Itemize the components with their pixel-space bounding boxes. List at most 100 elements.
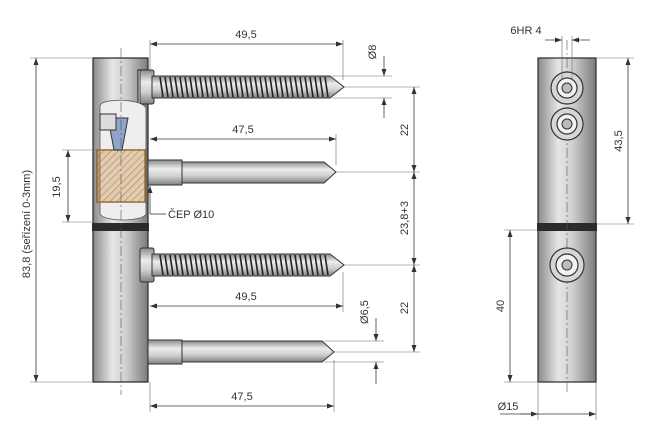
dim-right-chain: 22 23,8+3 22	[334, 86, 420, 353]
svg-text:23,8+3: 23,8+3	[399, 201, 411, 235]
thread-line	[294, 254, 299, 276]
dim-screw-bottom-length: 49,5	[150, 272, 344, 312]
thread-line	[184, 254, 189, 276]
dim-pin-top-length: 47,5	[150, 124, 337, 165]
thread-line	[189, 254, 194, 276]
thread-line	[269, 254, 274, 276]
dim-screw-top-dia: Ø8	[332, 45, 392, 118]
thread-line	[309, 254, 314, 276]
thread-line	[314, 76, 319, 98]
adjust-nut	[99, 113, 117, 131]
thread-line	[254, 76, 259, 98]
dim-pin-bottom-dia: Ø6,5	[324, 300, 384, 384]
svg-text:40: 40	[495, 300, 507, 312]
svg-text:6HR 4: 6HR 4	[510, 25, 541, 37]
thread-line	[264, 76, 269, 98]
thread-line	[289, 76, 294, 98]
thread-line	[254, 254, 259, 276]
thread-line	[289, 254, 294, 276]
thread-line	[324, 254, 329, 276]
dim-pin-bottom-length: 47,5	[149, 360, 335, 412]
svg-text:Ø15: Ø15	[498, 401, 519, 413]
thread-line	[299, 254, 304, 276]
side-view: 6HR 4 43,5 40 Ø15	[495, 25, 634, 420]
thread-line	[309, 76, 314, 98]
thread-line	[164, 254, 169, 276]
thread-line	[239, 76, 244, 98]
svg-text:19,5: 19,5	[51, 176, 63, 197]
svg-text:22: 22	[399, 124, 411, 136]
thread-line	[164, 76, 169, 98]
front-view: 49,5 Ø8 47,5 22 23,8+3 22	[21, 29, 420, 412]
thread-line	[319, 76, 324, 98]
thread-line	[264, 254, 269, 276]
svg-text:47,5: 47,5	[231, 391, 252, 403]
thread-line	[284, 254, 289, 276]
thread-line	[209, 254, 214, 276]
thread-line	[209, 76, 214, 98]
bottom-screw	[139, 247, 345, 283]
dim-lower-length: 40	[495, 229, 538, 383]
dim-screw-top-length: 49,5	[149, 29, 344, 80]
svg-text:22: 22	[399, 302, 411, 314]
thread-line	[204, 76, 209, 98]
thread-line	[219, 254, 224, 276]
pin-note: ČEP Ø10	[147, 186, 214, 221]
thread-line	[194, 254, 199, 276]
thread-line	[179, 76, 184, 98]
hex-socket-icon	[550, 71, 584, 105]
svg-text:ČEP Ø10: ČEP Ø10	[168, 208, 214, 221]
thread-line	[199, 76, 204, 98]
thread-line	[214, 76, 219, 98]
thread-line	[274, 254, 279, 276]
thread-line	[189, 76, 194, 98]
svg-text:Ø8: Ø8	[367, 45, 379, 60]
thread-line	[314, 254, 319, 276]
thread-line	[169, 254, 174, 276]
thread-line	[274, 76, 279, 98]
dim-upper-length: 43,5	[596, 57, 634, 225]
thread-line	[199, 254, 204, 276]
svg-text:49,5: 49,5	[235, 29, 256, 41]
thread-line	[244, 254, 249, 276]
adjust-socket-icon	[550, 107, 584, 141]
thread-line	[234, 254, 239, 276]
dim-overall-height: 83,8 (seřízení 0-3mm)	[21, 57, 93, 383]
thread-line	[159, 76, 164, 98]
thread-line	[319, 254, 324, 276]
thread-line	[179, 254, 184, 276]
svg-text:Ø6,5: Ø6,5	[359, 300, 371, 324]
thread-line	[229, 254, 234, 276]
thread-line	[304, 254, 309, 276]
thread-line	[249, 254, 254, 276]
dim-hex-socket: 6HR 4	[510, 25, 590, 80]
thread-line	[169, 76, 174, 98]
thread-line	[249, 76, 254, 98]
body-split-ring	[92, 223, 149, 231]
thread-line	[244, 76, 249, 98]
thread-line	[279, 254, 284, 276]
thread-line	[224, 254, 229, 276]
thread-line	[174, 76, 179, 98]
thread-line	[324, 76, 329, 98]
dim-adjust-height: 19,5	[51, 149, 97, 223]
thread-line	[259, 76, 264, 98]
top-screw	[139, 69, 345, 105]
svg-text:47,5: 47,5	[232, 124, 253, 136]
thread-line	[234, 76, 239, 98]
lower-socket-icon	[549, 247, 585, 283]
thread-line	[284, 76, 289, 98]
hinge-body	[92, 48, 149, 395]
svg-text:49,5: 49,5	[235, 291, 256, 303]
svg-text:43,5: 43,5	[613, 130, 625, 151]
thread-line	[184, 76, 189, 98]
thread-line	[259, 254, 264, 276]
thread-line	[229, 76, 234, 98]
thread-line	[224, 76, 229, 98]
thread-line	[159, 254, 164, 276]
thread-line	[174, 254, 179, 276]
svg-text:83,8 (seřízení 0-3mm): 83,8 (seřízení 0-3mm)	[21, 170, 33, 278]
thread-line	[219, 76, 224, 98]
thread-line	[194, 76, 199, 98]
